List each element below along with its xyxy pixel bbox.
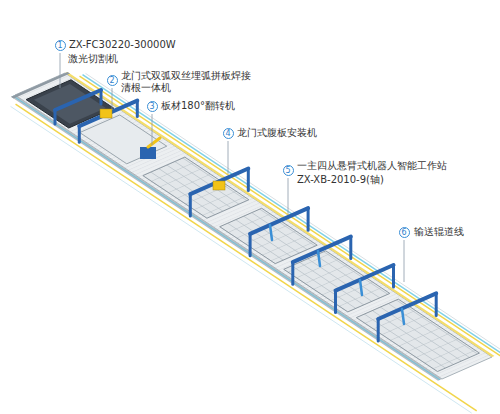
part-label: 龙门式双弧双丝埋弧拼板焊接 清根一体机 bbox=[121, 70, 261, 94]
conveyor-bed bbox=[2, 68, 500, 413]
part-label: ZX-FC30220-30000W bbox=[69, 39, 176, 51]
part-label: 板材180°翻转机 bbox=[161, 100, 235, 112]
gantry-machines bbox=[55, 90, 436, 341]
part-label: 激光切割机 bbox=[68, 53, 118, 65]
callout-number: 5 bbox=[283, 165, 294, 176]
callout-number: 2 bbox=[107, 75, 118, 86]
part-label: 一主四从悬臂式机器人智能工作站 bbox=[297, 160, 447, 172]
callout-number: 1 bbox=[55, 40, 66, 51]
part-label: ZX-XB-2010-9(轴) bbox=[297, 174, 384, 186]
part-label: 输送辊道线 bbox=[414, 226, 464, 238]
callout-number: 3 bbox=[147, 101, 158, 112]
callout-number: 4 bbox=[223, 128, 234, 139]
callout-number: 6 bbox=[399, 227, 410, 238]
part-label: 龙门式腹板安装机 bbox=[237, 127, 317, 139]
